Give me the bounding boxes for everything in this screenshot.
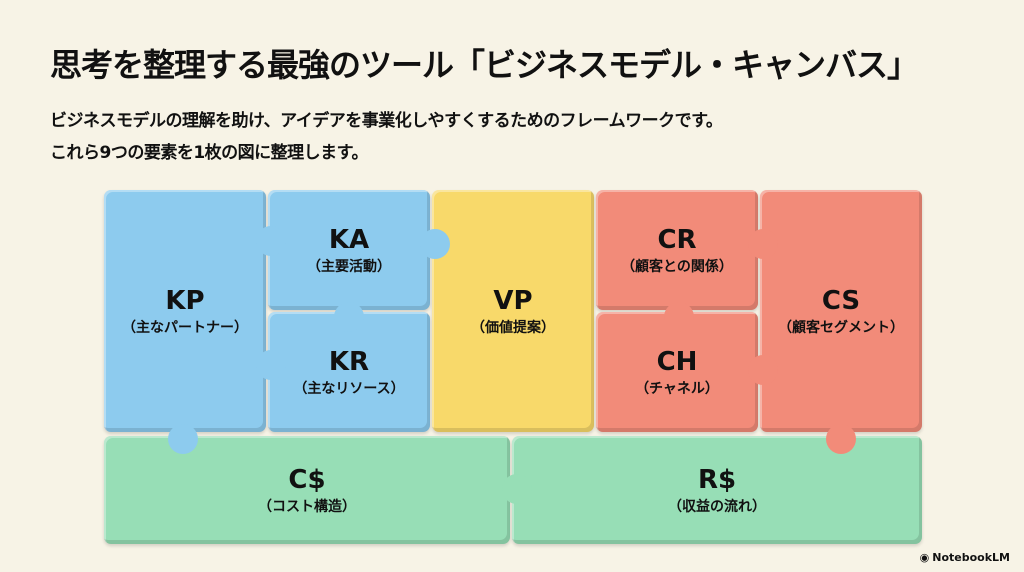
block-channels: CH （チャネル）: [596, 312, 758, 432]
block-code: KR: [328, 347, 370, 377]
block-name: （チャネル）: [635, 381, 719, 397]
block-name: （主なパートナー）: [122, 320, 248, 336]
block-code: R$: [697, 465, 737, 495]
block-value-propositions: VP （価値提案）: [432, 190, 594, 432]
puzzle-knob: [334, 302, 364, 332]
puzzle-knob: [256, 226, 286, 256]
puzzle-knob: [826, 424, 856, 454]
block-name: （顧客との関係）: [621, 259, 733, 275]
block-code: KP: [165, 286, 205, 316]
block-key-resources: KR （主なリソース）: [268, 312, 430, 432]
block-code: CS: [821, 286, 861, 316]
puzzle-knob: [748, 229, 778, 259]
block-name: （価値提案）: [471, 320, 555, 336]
notebooklm-watermark: ◉ NotebookLM: [920, 551, 1010, 564]
block-name: （主なリソース）: [293, 381, 405, 397]
description-line-1: ビジネスモデルの理解を助け、アイデアを事業化しやすくするためのフレームワークです…: [50, 111, 723, 131]
block-key-activities: KA （主要活動）: [268, 190, 430, 310]
block-code: CR: [657, 225, 697, 255]
block-code: CH: [656, 347, 698, 377]
puzzle-knob: [420, 229, 450, 259]
block-name: （コスト構造）: [258, 499, 356, 515]
block-code: C$: [288, 465, 326, 495]
puzzle-knob: [256, 350, 286, 380]
page-title: 思考を整理する最強のツール「ビジネスモデル・キャンバス」: [50, 46, 919, 84]
puzzle-knob: [748, 355, 778, 385]
block-customer-segments: CS （顧客セグメント）: [760, 190, 922, 432]
block-name: （顧客セグメント）: [778, 320, 904, 336]
puzzle-knob: [168, 424, 198, 454]
block-name: （収益の流れ）: [668, 499, 766, 515]
notebooklm-logo-icon: ◉: [919, 551, 930, 564]
block-customer-relationships: CR （顧客との関係）: [596, 190, 758, 310]
block-code: KA: [328, 225, 370, 255]
watermark-text: NotebookLM: [932, 551, 1010, 564]
block-revenue-streams: R$ （収益の流れ）: [512, 436, 922, 544]
block-key-partners: KP （主なパートナー）: [104, 190, 266, 432]
description-line-2: これら9つの要素を1枚の図に整理します。: [50, 143, 368, 163]
block-code: VP: [493, 286, 533, 316]
block-name: （主要活動）: [307, 259, 391, 275]
block-cost-structure: C$ （コスト構造）: [104, 436, 510, 544]
puzzle-knob: [664, 302, 694, 332]
puzzle-knob: [502, 474, 532, 504]
